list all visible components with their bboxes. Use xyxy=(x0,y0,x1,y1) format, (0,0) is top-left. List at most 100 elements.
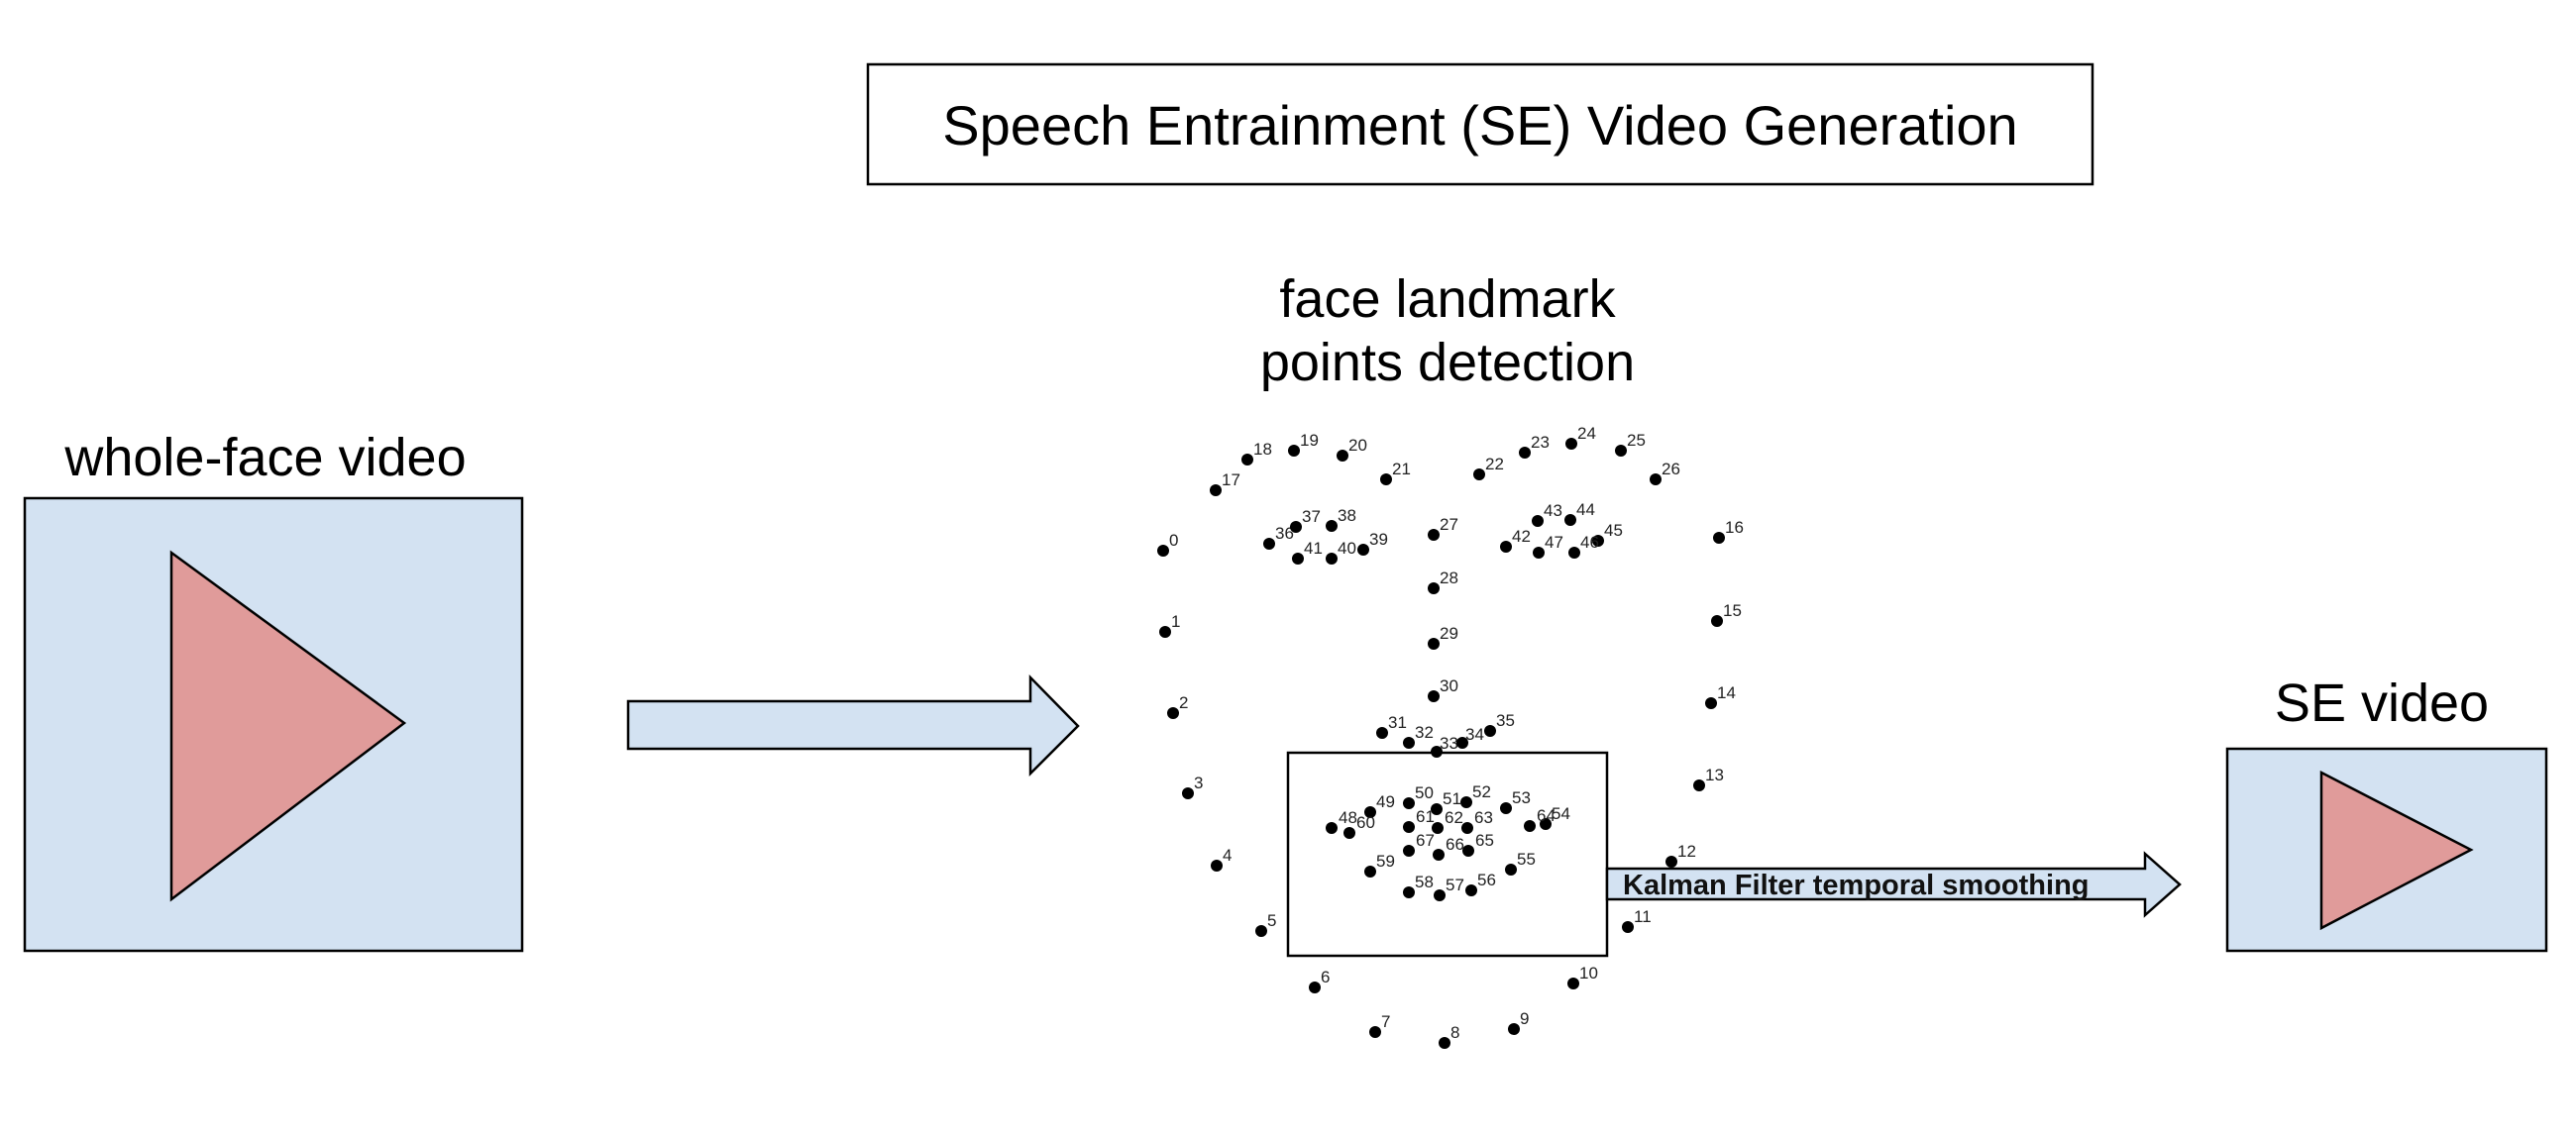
landmark-label-47: 47 xyxy=(1545,533,1563,552)
landmark-label-57: 57 xyxy=(1446,876,1464,894)
landmark-point-57 xyxy=(1434,889,1446,901)
landmark-point-44 xyxy=(1564,514,1576,526)
landmark-point-49 xyxy=(1364,806,1376,818)
landmark-label-48: 48 xyxy=(1339,808,1357,827)
landmark-label-8: 8 xyxy=(1450,1023,1459,1042)
input-video-label: whole-face video xyxy=(63,428,466,487)
landmark-point-50 xyxy=(1403,797,1415,809)
landmark-label-32: 32 xyxy=(1415,723,1434,742)
landmark-label-49: 49 xyxy=(1376,792,1395,811)
landmark-label-36: 36 xyxy=(1275,524,1294,543)
landmark-label-21: 21 xyxy=(1392,460,1411,478)
landmark-point-40 xyxy=(1326,553,1338,565)
landmark-point-62 xyxy=(1432,822,1444,834)
landmark-point-6 xyxy=(1309,982,1321,993)
landmark-point-5 xyxy=(1255,925,1267,937)
landmark-label-54: 54 xyxy=(1552,804,1570,823)
landmark-label-30: 30 xyxy=(1440,676,1458,695)
landmark-label-35: 35 xyxy=(1496,711,1515,730)
landmark-label-7: 7 xyxy=(1381,1012,1390,1031)
landmark-label-66: 66 xyxy=(1446,835,1464,854)
detection-label-line2: points detection xyxy=(1260,333,1635,392)
landmark-label-24: 24 xyxy=(1577,424,1596,443)
landmark-label-15: 15 xyxy=(1723,601,1742,620)
landmark-label-65: 65 xyxy=(1475,831,1494,850)
landmark-point-59 xyxy=(1364,866,1376,878)
landmark-label-46: 46 xyxy=(1580,533,1599,552)
landmark-point-14 xyxy=(1705,697,1717,709)
landmark-label-45: 45 xyxy=(1604,521,1623,540)
landmark-point-55 xyxy=(1505,864,1517,876)
landmark-label-1: 1 xyxy=(1171,612,1180,631)
landmark-label-41: 41 xyxy=(1304,539,1323,558)
landmark-label-52: 52 xyxy=(1472,782,1491,801)
landmark-label-28: 28 xyxy=(1440,569,1458,587)
landmark-point-48 xyxy=(1326,822,1338,834)
landmark-label-3: 3 xyxy=(1194,774,1203,792)
landmark-point-0 xyxy=(1157,545,1169,557)
landmark-label-34: 34 xyxy=(1465,725,1484,744)
landmark-point-3 xyxy=(1182,787,1194,799)
landmark-label-29: 29 xyxy=(1440,624,1458,643)
landmark-label-12: 12 xyxy=(1677,842,1696,861)
landmark-label-61: 61 xyxy=(1416,807,1435,826)
landmark-point-67 xyxy=(1403,845,1415,857)
landmark-point-37 xyxy=(1290,521,1302,533)
landmark-point-11 xyxy=(1622,921,1634,933)
landmark-point-52 xyxy=(1460,796,1472,808)
landmark-label-6: 6 xyxy=(1321,968,1330,986)
landmark-point-39 xyxy=(1357,544,1369,556)
landmark-label-44: 44 xyxy=(1576,500,1595,519)
landmark-point-47 xyxy=(1533,547,1545,559)
landmark-point-22 xyxy=(1473,468,1485,480)
landmark-label-60: 60 xyxy=(1356,813,1375,832)
landmark-point-26 xyxy=(1650,473,1662,485)
landmark-point-38 xyxy=(1326,520,1338,532)
landmark-label-13: 13 xyxy=(1705,766,1724,784)
landmark-label-25: 25 xyxy=(1627,431,1646,450)
landmark-point-36 xyxy=(1263,538,1275,550)
landmark-label-10: 10 xyxy=(1579,964,1598,983)
landmark-point-20 xyxy=(1337,450,1348,462)
landmark-point-13 xyxy=(1693,779,1705,791)
landmark-point-41 xyxy=(1292,553,1304,565)
landmark-label-5: 5 xyxy=(1267,911,1276,930)
landmark-point-7 xyxy=(1369,1026,1381,1038)
landmark-point-17 xyxy=(1210,484,1222,496)
diagram-title: Speech Entrainment (SE) Video Generation xyxy=(942,94,2017,156)
landmark-point-15 xyxy=(1711,615,1723,627)
landmark-point-2 xyxy=(1167,707,1179,719)
landmark-point-30 xyxy=(1428,690,1440,702)
output-play-icon xyxy=(2319,770,2474,931)
landmark-point-45 xyxy=(1592,535,1604,547)
landmark-point-27 xyxy=(1428,529,1440,541)
landmark-point-4 xyxy=(1211,860,1223,872)
landmark-point-21 xyxy=(1380,473,1392,485)
input-to-detection-arrow xyxy=(626,673,1080,777)
smoothing-label: Kalman Filter temporal smoothing xyxy=(1623,870,2090,901)
landmark-point-65 xyxy=(1462,845,1474,857)
landmark-label-63: 63 xyxy=(1474,808,1493,827)
landmark-label-59: 59 xyxy=(1376,852,1395,871)
landmark-point-16 xyxy=(1713,532,1725,544)
landmark-point-64 xyxy=(1524,820,1536,832)
landmark-label-4: 4 xyxy=(1223,846,1232,865)
landmark-point-54 xyxy=(1540,818,1552,830)
landmark-label-37: 37 xyxy=(1302,507,1321,526)
input-play-icon xyxy=(169,550,407,902)
landmark-label-9: 9 xyxy=(1520,1009,1529,1028)
landmark-label-33: 33 xyxy=(1440,734,1458,753)
mouth-region-box xyxy=(1286,751,1609,958)
landmark-point-24 xyxy=(1565,438,1577,450)
landmark-label-20: 20 xyxy=(1348,436,1367,455)
landmark-point-29 xyxy=(1428,638,1440,650)
landmark-label-11: 11 xyxy=(1634,907,1652,926)
smoothing-arrow xyxy=(1605,851,2182,918)
landmark-label-51: 51 xyxy=(1443,789,1461,808)
landmark-label-23: 23 xyxy=(1531,433,1550,452)
title-box xyxy=(866,62,2094,186)
landmark-label-16: 16 xyxy=(1725,518,1744,537)
landmark-label-55: 55 xyxy=(1517,850,1536,869)
detection-label-line1: face landmark xyxy=(1279,269,1616,329)
